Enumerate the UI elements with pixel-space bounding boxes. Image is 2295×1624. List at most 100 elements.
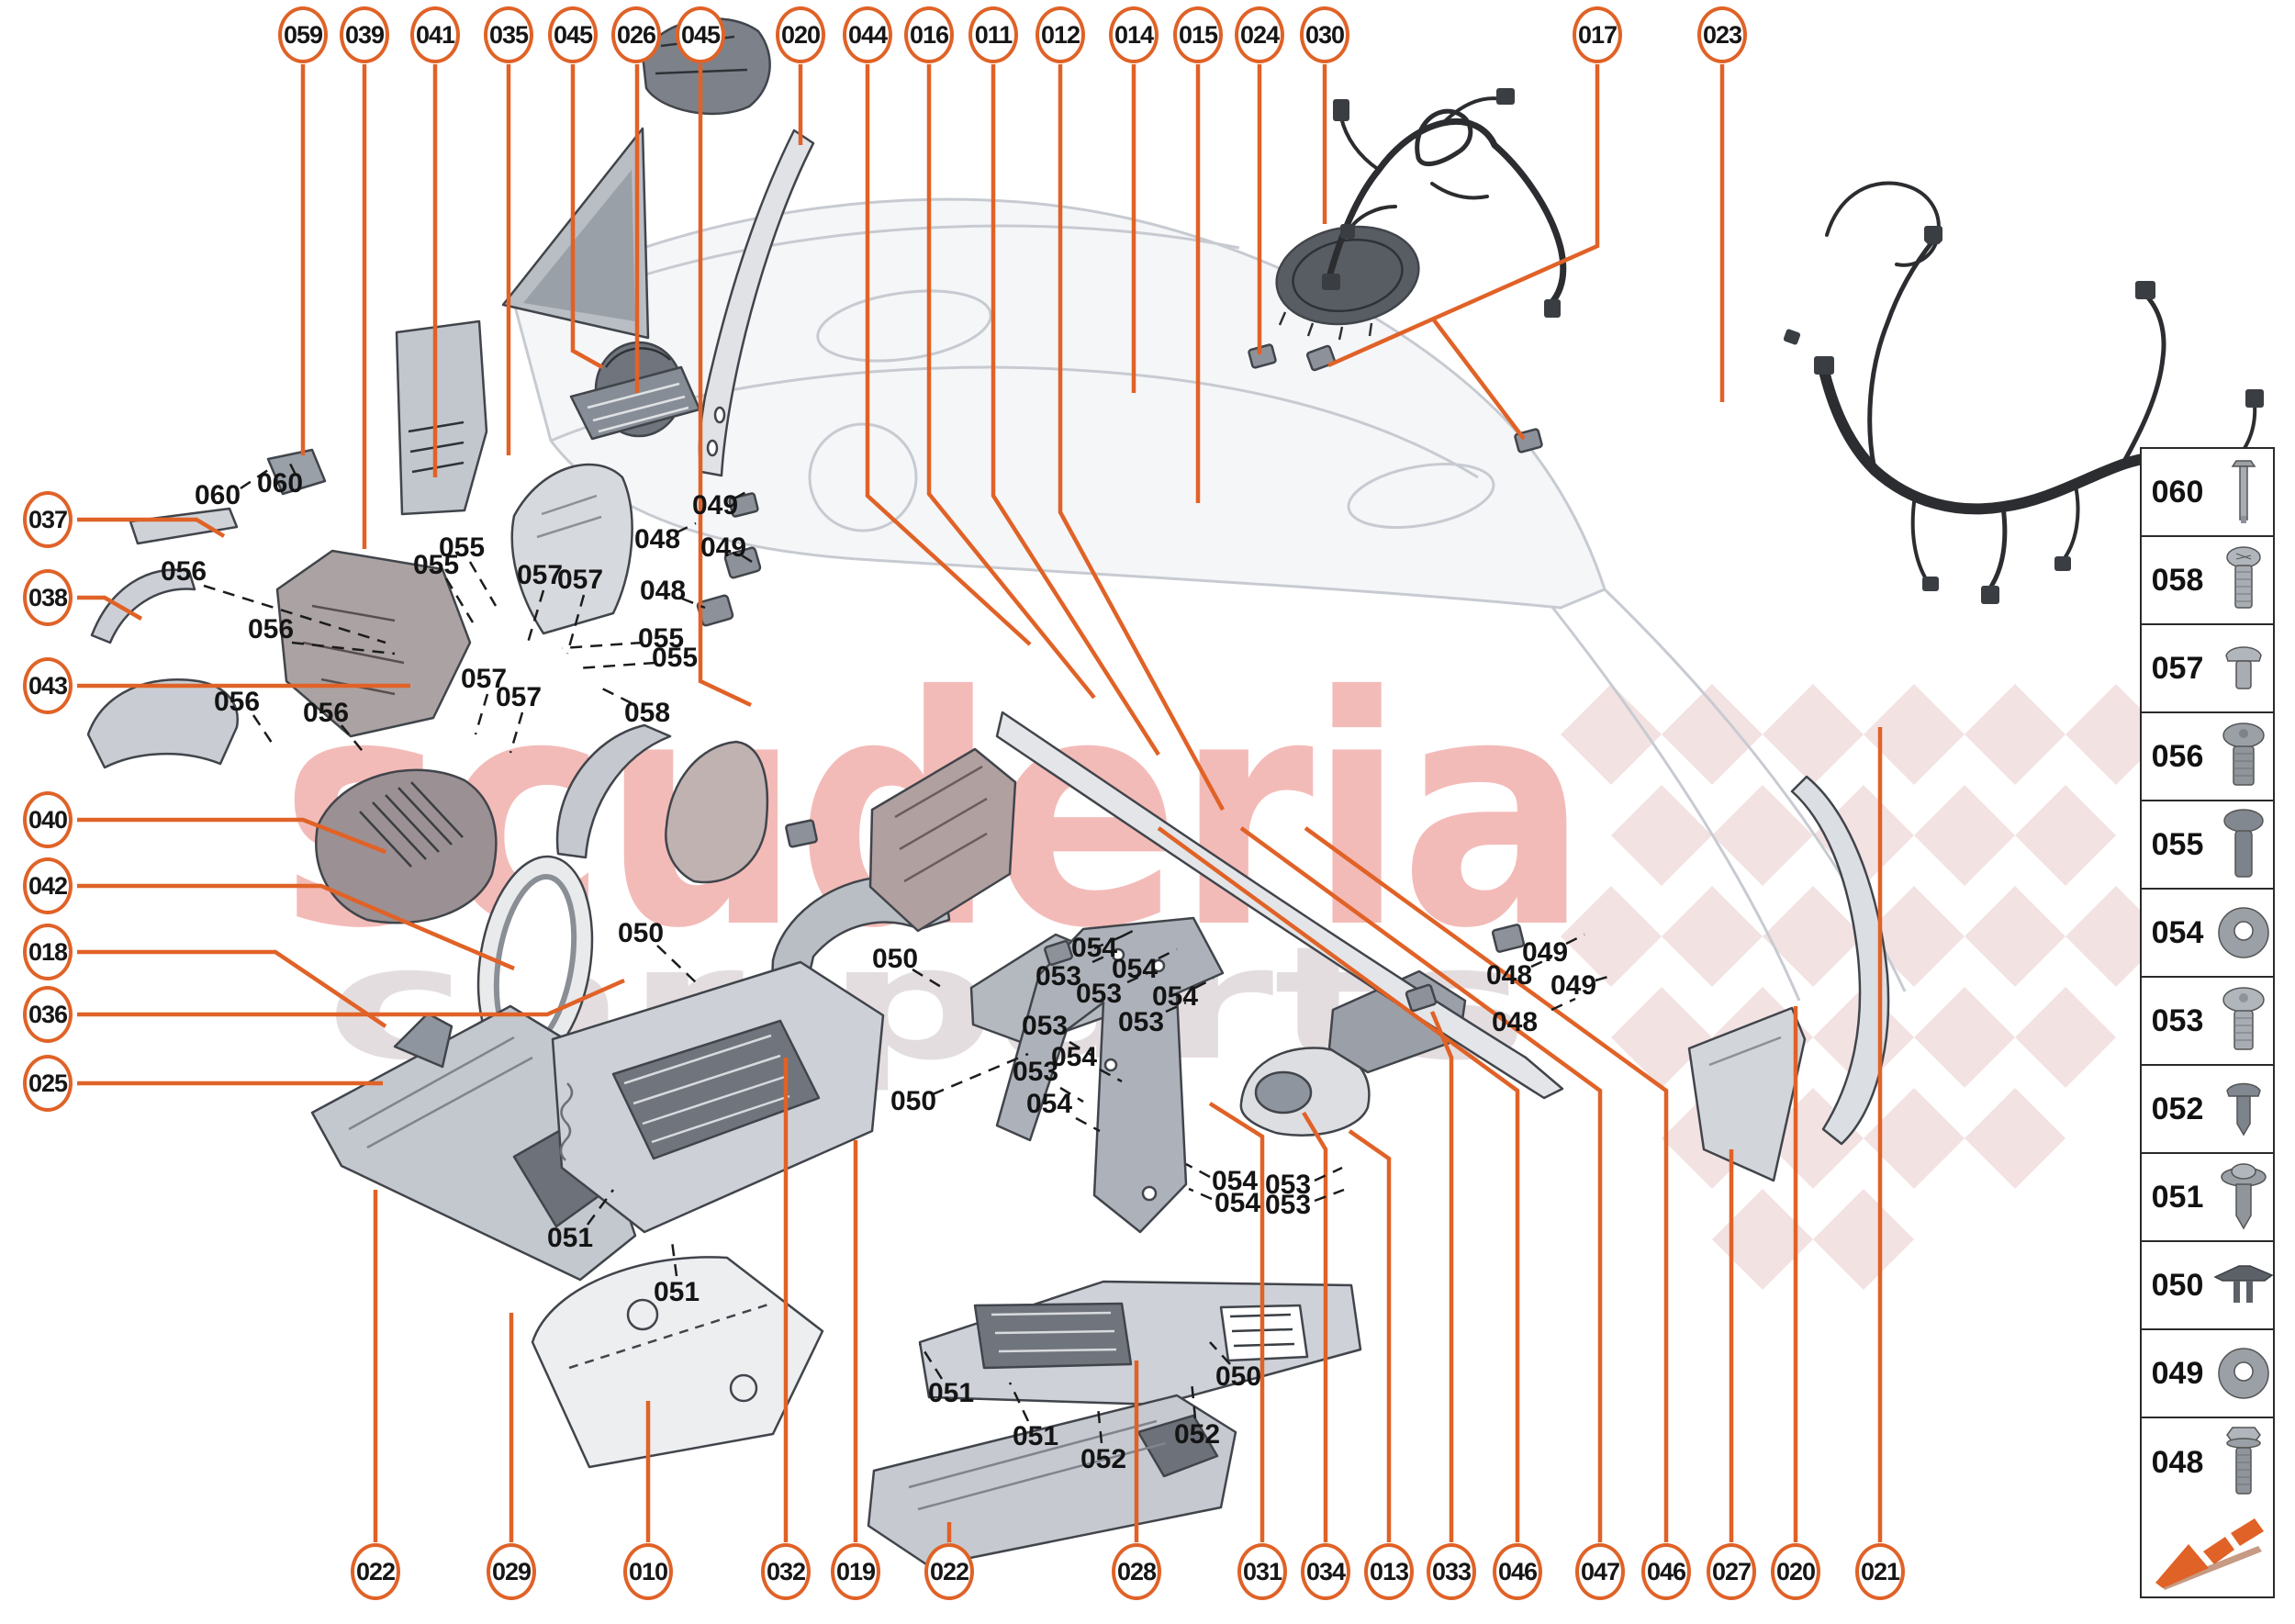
fastener-row: 048 [2142,1418,2273,1506]
callout-circle[interactable]: 041 [410,6,460,63]
part-label: 051 [927,1378,975,1408]
callout-circle[interactable]: 047 [1575,1543,1625,1600]
callout-number: 036 [28,1000,68,1028]
fastener-row: 057 [2142,625,2273,713]
push-clip-icon [2213,1265,2274,1303]
callout-circle[interactable]: 019 [831,1543,880,1600]
callout-circle[interactable]: 026 [611,6,661,63]
callout-circle[interactable]: 042 [23,857,73,914]
label-pointer-dashes [203,463,1615,1444]
callout-circle[interactable]: 024 [1235,6,1284,63]
callout-circle[interactable]: 036 [23,986,73,1043]
callout-circle[interactable]: 018 [23,924,73,980]
fastener-number: 054 [2151,914,2204,950]
callout-circle[interactable]: 010 [623,1543,673,1600]
fastener-number: 049 [2151,1355,2204,1391]
part-label: 056 [302,698,350,728]
part-label: 049 [1521,937,1569,968]
part-label: 049 [691,490,739,521]
fastener-row: 056 [2142,713,2273,801]
callout-circle[interactable]: 015 [1173,6,1223,63]
callout-circle[interactable]: 022 [924,1543,974,1600]
steering-cowl-part [315,768,498,924]
callout-circle[interactable]: 039 [340,6,389,63]
part-label: 048 [1485,960,1533,991]
callout-number: 011 [974,20,1013,49]
part-label: 054 [1214,1188,1261,1218]
part-label: 050 [890,1086,937,1116]
push-rivet-icon [2225,1082,2261,1137]
callout-circle[interactable]: 014 [1109,6,1159,63]
upper-cowl-part [510,463,633,635]
part-label: 053 [1035,961,1082,991]
part-label: 056 [247,614,295,644]
callout-circle[interactable]: 046 [1641,1543,1691,1600]
callout-number: 035 [488,20,529,49]
part-label: 053 [1264,1170,1312,1200]
callout-circle[interactable]: 059 [278,6,328,63]
callout-number: 014 [1114,20,1154,49]
callout-circle[interactable]: 045 [676,6,725,63]
callout-number: 028 [1116,1557,1157,1585]
callout-circle[interactable]: 043 [23,657,73,714]
callout-circle[interactable]: 046 [1493,1543,1542,1600]
part-label: 050 [617,918,665,948]
callout-circle[interactable]: 022 [351,1543,400,1600]
fastener-row: 050 [2142,1242,2274,1330]
callout-circle[interactable]: 037 [23,491,73,548]
callout-circle[interactable]: 035 [484,6,533,63]
callout-circle[interactable]: 017 [1573,6,1622,63]
torx-pan-screw-icon [2222,722,2265,786]
callout-circle[interactable]: 040 [23,791,73,848]
callout-circle[interactable]: 020 [1771,1543,1820,1600]
part-label: 055 [651,643,699,673]
clip-fastener-parts [696,343,1543,1013]
callout-circle[interactable]: 027 [1707,1543,1756,1600]
part-label: 056 [160,556,207,587]
callout-circle[interactable]: 011 [968,6,1018,63]
windshield-trim-strip-part [129,507,239,545]
callout-circle[interactable]: 013 [1364,1543,1414,1600]
callout-number: 034 [1305,1557,1346,1585]
callout-number: 015 [1178,20,1218,49]
callout-circle[interactable]: 023 [1697,6,1747,63]
callout-circle[interactable]: 021 [1855,1543,1905,1600]
defroster-trim-part [90,568,196,644]
part-label: 057 [556,565,604,595]
callout-number: 021 [1860,1557,1900,1585]
callout-circle[interactable]: 016 [904,6,954,63]
callout-circle[interactable]: 044 [843,6,892,63]
callout-circle[interactable]: 034 [1301,1543,1350,1600]
part-label: 053 [1021,1011,1069,1041]
part-label: 055 [438,532,486,563]
callout-circle[interactable]: 020 [776,6,825,63]
fastener-legend-sidebar: 060 058 057 056 055 054 053 052 051 050 … [2140,447,2275,1508]
part-label: 048 [639,576,687,606]
part-label: 048 [1491,1007,1539,1037]
callout-circle[interactable]: 029 [487,1543,536,1600]
callout-number: 012 [1040,20,1080,49]
callout-number: 020 [780,20,821,49]
part-label: 057 [495,682,543,712]
callout-circle[interactable]: 028 [1112,1543,1161,1600]
fastener-number: 048 [2151,1444,2204,1480]
column-shroud-part [665,740,769,884]
callout-number: 020 [1775,1557,1816,1585]
fastener-row: 051 [2142,1154,2273,1242]
callout-circle[interactable]: 032 [761,1543,811,1600]
cluster-hood-part [86,678,239,769]
heater-unit-part [868,747,1017,933]
part-label: 054 [1025,1089,1073,1119]
part-label: 051 [653,1277,700,1307]
callout-circle[interactable]: 030 [1300,6,1349,63]
callout-circle[interactable]: 025 [23,1055,73,1112]
callout-number: 010 [628,1557,668,1585]
callout-circle[interactable]: 038 [23,569,73,626]
callout-circle[interactable]: 033 [1427,1543,1476,1600]
fastener-row: 055 [2142,801,2273,890]
callout-circle[interactable]: 012 [1036,6,1085,63]
pan-head-screw-icon [2225,546,2261,609]
callout-circle[interactable]: 031 [1237,1543,1287,1600]
callout-circle[interactable]: 045 [548,6,598,63]
